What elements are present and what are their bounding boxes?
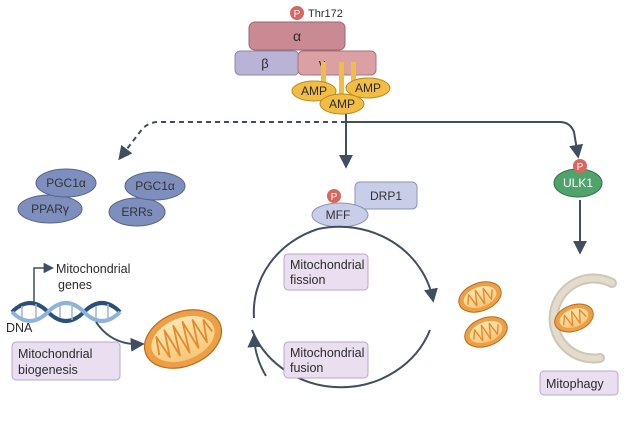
dashed-arrow-to-pgc1a: [118, 121, 346, 161]
fission-label-line1: Mitochondrial: [290, 258, 364, 272]
dna-helix-icon: [10, 301, 122, 323]
mitochondrion-fission-icon: [464, 316, 508, 348]
amp-stem: [351, 62, 356, 86]
mitophagy-section: ULK1 P Mitophagy: [539, 159, 619, 396]
mitochondrion-fission-icon: [458, 281, 502, 313]
genes-label-line1: Mitochondrial: [56, 262, 130, 276]
biogenesis-label-line1: Mitochondrial: [18, 347, 92, 361]
biogenesis-arrow: [95, 321, 145, 352]
phospho-symbol: P: [294, 9, 301, 20]
amp-molecule: [345, 77, 391, 99]
amp-label: AMP: [329, 97, 355, 111]
amp-label: AMP: [355, 81, 381, 95]
errs-protein: [108, 197, 166, 227]
fission-arc-arrow: [317, 225, 438, 303]
amp-molecule: [291, 80, 337, 102]
fusion-arc-top: [252, 228, 319, 319]
pgc1a-protein: [35, 168, 97, 198]
fusion-arc-return: [247, 333, 267, 377]
amp-stem: [339, 62, 344, 96]
dna-label: DNA: [6, 321, 33, 335]
phospho-icon: [573, 159, 587, 173]
pgc1a-label: PGC1α: [135, 179, 175, 193]
pparg-label: PPARγ: [31, 202, 69, 216]
mitophagy-label-box: [539, 370, 619, 396]
ampk-complex: α β γ AMP AMP AMP P Thr172: [234, 6, 391, 115]
phospho-symbol: P: [577, 162, 584, 173]
amp-label: AMP: [301, 84, 327, 98]
mff-label: MFF: [326, 208, 351, 222]
alpha-subunit-label: α: [293, 28, 301, 44]
pgc1a-protein: [124, 171, 186, 201]
signaling-arrows: [118, 114, 584, 169]
amp-stem: [321, 62, 326, 86]
mitophagy-label: Mitophagy: [546, 377, 604, 391]
fission-fusion-cycle: Mitochondrial fission Mitochondrial fusi…: [247, 225, 438, 389]
fusion-arc-arrow: [251, 329, 431, 389]
thr172-label: Thr172: [308, 8, 343, 20]
phospho-icon: [327, 189, 341, 203]
pgc1a-pparg-complex: PPARγ PGC1α: [17, 168, 97, 224]
drp1-label: DRP1: [370, 189, 402, 203]
pgc1a-label: PGC1α: [46, 176, 86, 190]
phospho-icon: [290, 6, 304, 20]
errs-label: ERRs: [121, 205, 152, 219]
transcription-arrow: [33, 262, 55, 302]
mitochondrion-engulfed-icon: [554, 303, 594, 333]
drp1-protein: [354, 181, 418, 210]
fusion-label-line2: fusion: [290, 361, 323, 375]
biogenesis-label-box: [11, 341, 121, 381]
biogenesis-label-line2: biogenesis: [18, 363, 78, 377]
arrow-to-ulk1: [346, 121, 584, 159]
ulk1-label: ULK1: [563, 176, 593, 190]
fusion-label-box: [283, 341, 369, 379]
beta-subunit-label: β: [261, 56, 268, 71]
fission-label-line2: fission: [290, 273, 325, 287]
fission-label-box: [283, 253, 369, 291]
alpha-subunit: [248, 21, 346, 51]
gamma-subunit: [297, 50, 377, 76]
amp-molecule: [319, 93, 365, 115]
biogenesis-section: Mitochondrial genes DNA Mitochondrial bi…: [6, 262, 145, 381]
fusion-label-line1: Mitochondrial: [290, 346, 364, 360]
fission-machinery: DRP1 MFF P: [311, 181, 418, 228]
pgc1a-errs-complex: ERRs PGC1α: [108, 171, 186, 227]
phospho-symbol: P: [331, 192, 338, 203]
mitochondrion-large-icon: [143, 309, 223, 369]
genes-label-line2: genes: [58, 278, 92, 292]
